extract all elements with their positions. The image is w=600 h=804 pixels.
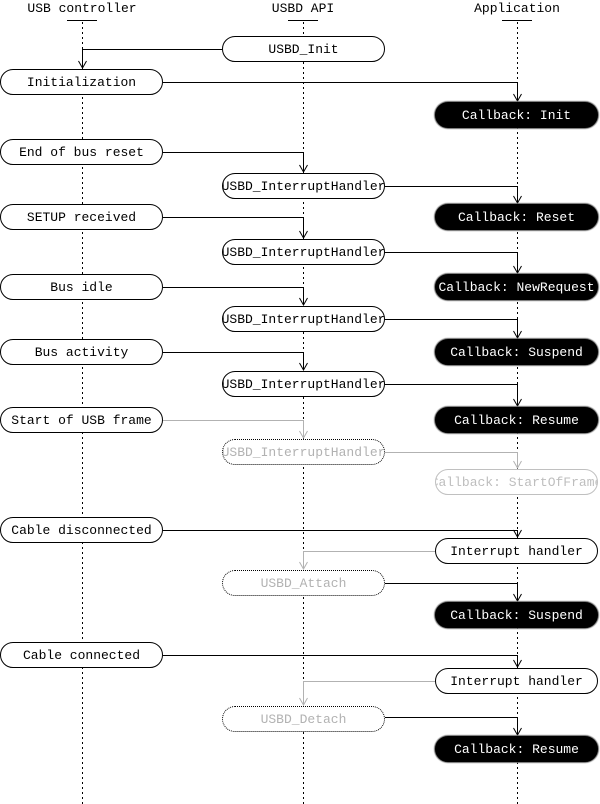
diagram-node-callback-init: Callback: Init <box>435 102 598 128</box>
diagram-node-bus-idle: Bus idle <box>0 274 163 300</box>
diagram-node-callback-reset: Callback: Reset <box>435 204 598 230</box>
diagram-node-usbd-interrupthandler: USBD_InterruptHandler <box>222 439 385 465</box>
connector-line <box>385 452 518 468</box>
connector-arrowhead <box>513 659 522 669</box>
connector-line <box>82 49 222 68</box>
connector-line <box>163 287 304 305</box>
diagram-node-callback-suspend: Callback: Suspend <box>435 339 598 365</box>
connector-line <box>385 319 518 338</box>
connector-line <box>163 152 304 172</box>
diagram-node-usbd-interrupthandler: USBD_InterruptHandler <box>222 173 385 199</box>
diagram-node-callback-resume: Callback: Resume <box>435 407 598 433</box>
connector-line <box>163 217 304 238</box>
connector-line <box>385 583 518 601</box>
diagram-node-callback-startofframe: Callback: StartOfFrame <box>435 469 598 495</box>
diagram-node-callback-suspend: Callback: Suspend <box>435 602 598 628</box>
diagram-node-usbd-detach: USBD_Detach <box>222 706 385 732</box>
diagram-node-interrupt-handler: Interrupt handler <box>435 538 598 564</box>
connector-arrowhead <box>513 593 522 603</box>
connector-arrowhead <box>299 697 308 707</box>
diagram-node-interrupt-handler: Interrupt handler <box>435 668 598 694</box>
diagram-node-callback-resume: Callback: Resume <box>435 736 598 762</box>
connector-line <box>385 717 518 735</box>
connector-line <box>303 551 435 569</box>
connector-arrowhead <box>513 265 522 275</box>
connector-arrowhead <box>513 195 522 205</box>
connector-line <box>163 655 518 667</box>
connector-line <box>303 681 435 705</box>
connector-arrowhead <box>513 330 522 340</box>
connector-line <box>163 352 304 370</box>
diagram-node-setup-received: SETUP received <box>0 204 163 230</box>
diagram-node-usbd-init: USBD_Init <box>222 36 385 62</box>
diagram-node-usbd-interrupthandler: USBD_InterruptHandler <box>222 371 385 397</box>
diagram-node-cable-disconnected: Cable disconnected <box>0 517 163 543</box>
connector-line <box>163 420 304 438</box>
connector-line <box>163 530 518 537</box>
connector-line <box>385 252 518 273</box>
diagram-node-start-of-usb-frame: Start of USB frame <box>0 407 163 433</box>
connector-arrowhead <box>299 297 308 307</box>
diagram-node-initialization: Initialization <box>0 69 163 95</box>
lane-header-usbd-api: USBD API <box>271 1 335 16</box>
connector-arrowhead <box>299 362 308 372</box>
connector-line <box>385 186 518 203</box>
diagram-node-usbd-interrupthandler: USBD_InterruptHandler <box>222 239 385 265</box>
lane-header-usb-controller: USB controller <box>27 1 137 16</box>
diagram-node-end-of-bus-reset: End of bus reset <box>0 139 163 165</box>
connector-arrowhead <box>299 230 308 240</box>
connector-line <box>385 384 518 406</box>
diagram-node-usbd-interrupthandler: USBD_InterruptHandler <box>222 306 385 332</box>
connector-arrowhead <box>513 460 522 470</box>
lane-header-application: Application <box>474 1 560 16</box>
connector-arrowhead <box>299 164 308 174</box>
connector-arrowhead <box>78 60 87 70</box>
diagram-node-cable-connected: Cable connected <box>0 642 163 668</box>
connector-arrowhead <box>513 93 522 103</box>
diagram-node-callback-newrequest: Callback: NewRequest <box>435 274 598 300</box>
connector-arrowhead <box>299 430 308 440</box>
connector-arrowhead <box>513 398 522 408</box>
connector-line <box>163 82 518 101</box>
connector-arrowhead <box>299 561 308 571</box>
connector-arrowhead <box>513 727 522 737</box>
connector-arrowhead <box>513 529 522 539</box>
diagram-node-bus-activity: Bus activity <box>0 339 163 365</box>
diagram-node-usbd-attach: USBD_Attach <box>222 570 385 596</box>
